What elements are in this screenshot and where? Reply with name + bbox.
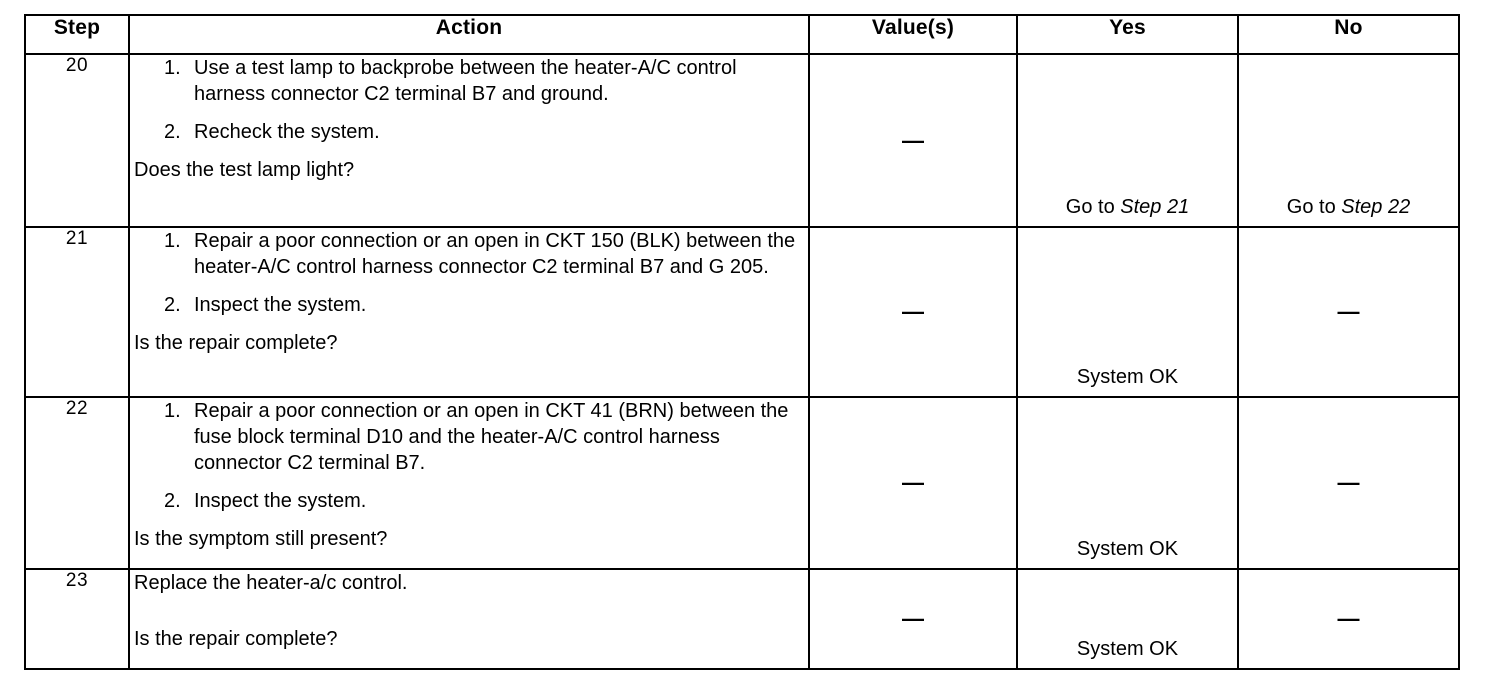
action-step-list: 1. Repair a poor connection or an open i… [130,228,808,318]
no-dash: — [1337,606,1360,631]
value-dash: — [902,606,924,631]
yes-cell: Go to Step 21 [1016,53,1239,228]
column-header-value: Value(s) [808,14,1018,55]
yes-prefix: Go to [1065,196,1121,218]
list-item: 1. Use a test lamp to backprobe between … [130,55,808,107]
list-item-text: Repair a poor connection or an open in C… [194,400,789,474]
value-cell: — [808,396,1018,570]
yes-step-reference[interactable]: Step 21 [1120,196,1190,218]
table-header: Step Action Value(s) Yes No [24,14,1460,55]
yes-cell: System OK [1016,396,1239,570]
no-dash: — [1337,299,1360,324]
list-marker: 2. [164,490,181,512]
value-cell: — [808,53,1018,228]
action-cell: Replace the heater-a/c control. Is the r… [128,568,810,670]
list-marker: 2. [164,294,181,316]
header-row: Step Action Value(s) Yes No [24,14,1460,55]
action-cell: 1. Use a test lamp to backprobe between … [128,53,810,228]
no-result: Go to Step 22 [1239,196,1458,219]
action-cell: 1. Repair a poor connection or an open i… [128,396,810,570]
action-question: Is the symptom still present? [134,528,388,550]
list-marker: 1. [164,230,181,252]
yes-result: System OK [1076,366,1179,388]
table-row: 21 1. Repair a poor connection or an ope… [24,226,1460,398]
yes-result: System OK [1076,538,1179,560]
list-item: 2. Inspect the system. [130,292,808,318]
column-header-step: Step [24,14,130,55]
list-item-text: Use a test lamp to backprobe between the… [194,57,737,105]
no-cell: Go to Step 22 [1237,53,1460,228]
list-item-text: Repair a poor connection or an open in C… [194,230,796,278]
list-item-text: Recheck the system. [194,121,380,143]
table-row: 20 1. Use a test lamp to backprobe betwe… [24,53,1460,228]
list-marker: 1. [164,57,181,79]
list-item: 1. Repair a poor connection or an open i… [130,398,808,476]
action-step-list: 1. Use a test lamp to backprobe between … [130,55,808,145]
value-cell: — [808,568,1018,670]
action-question: Is the repair complete? [134,628,338,650]
action-spacer [130,596,808,626]
no-prefix: Go to [1286,196,1342,218]
table-row: 23 Replace the heater-a/c control. Is th… [24,568,1460,670]
yes-result: System OK [1076,638,1179,660]
action-step-list: 1. Repair a poor connection or an open i… [130,398,808,514]
action-question: Is the repair complete? [134,332,338,354]
step-number: 21 [24,226,130,398]
no-dash: — [1337,470,1360,495]
step-number: 20 [24,53,130,228]
value-dash: — [902,299,924,324]
value-dash: — [902,470,924,495]
list-item: 1. Repair a poor connection or an open i… [130,228,808,280]
no-cell: — [1237,396,1460,570]
list-marker: 2. [164,121,181,143]
action-lead-text: Replace the heater-a/c control. [134,572,408,594]
column-header-yes: Yes [1016,14,1239,55]
list-item-text: Inspect the system. [194,490,367,512]
list-item: 2. Inspect the system. [130,488,808,514]
no-step-reference[interactable]: Step 22 [1341,196,1411,218]
yes-cell: System OK [1016,226,1239,398]
no-cell: — [1237,226,1460,398]
step-number: 22 [24,396,130,570]
value-cell: — [808,226,1018,398]
column-header-action: Action [128,14,810,55]
list-item: 2. Recheck the system. [130,119,808,145]
column-header-no: No [1237,14,1460,55]
list-item-text: Inspect the system. [194,294,367,316]
action-cell: 1. Repair a poor connection or an open i… [128,226,810,398]
diagnostic-procedure-table: Step Action Value(s) Yes No 20 1. Use a … [24,14,1460,670]
yes-cell: System OK [1016,568,1239,670]
value-dash: — [902,127,924,153]
no-cell: — [1237,568,1460,670]
table-row: 22 1. Repair a poor connection or an ope… [24,396,1460,570]
list-marker: 1. [164,400,181,422]
yes-result: Go to Step 21 [1018,196,1237,219]
step-number: 23 [24,568,130,670]
action-question: Does the test lamp light? [134,159,355,181]
